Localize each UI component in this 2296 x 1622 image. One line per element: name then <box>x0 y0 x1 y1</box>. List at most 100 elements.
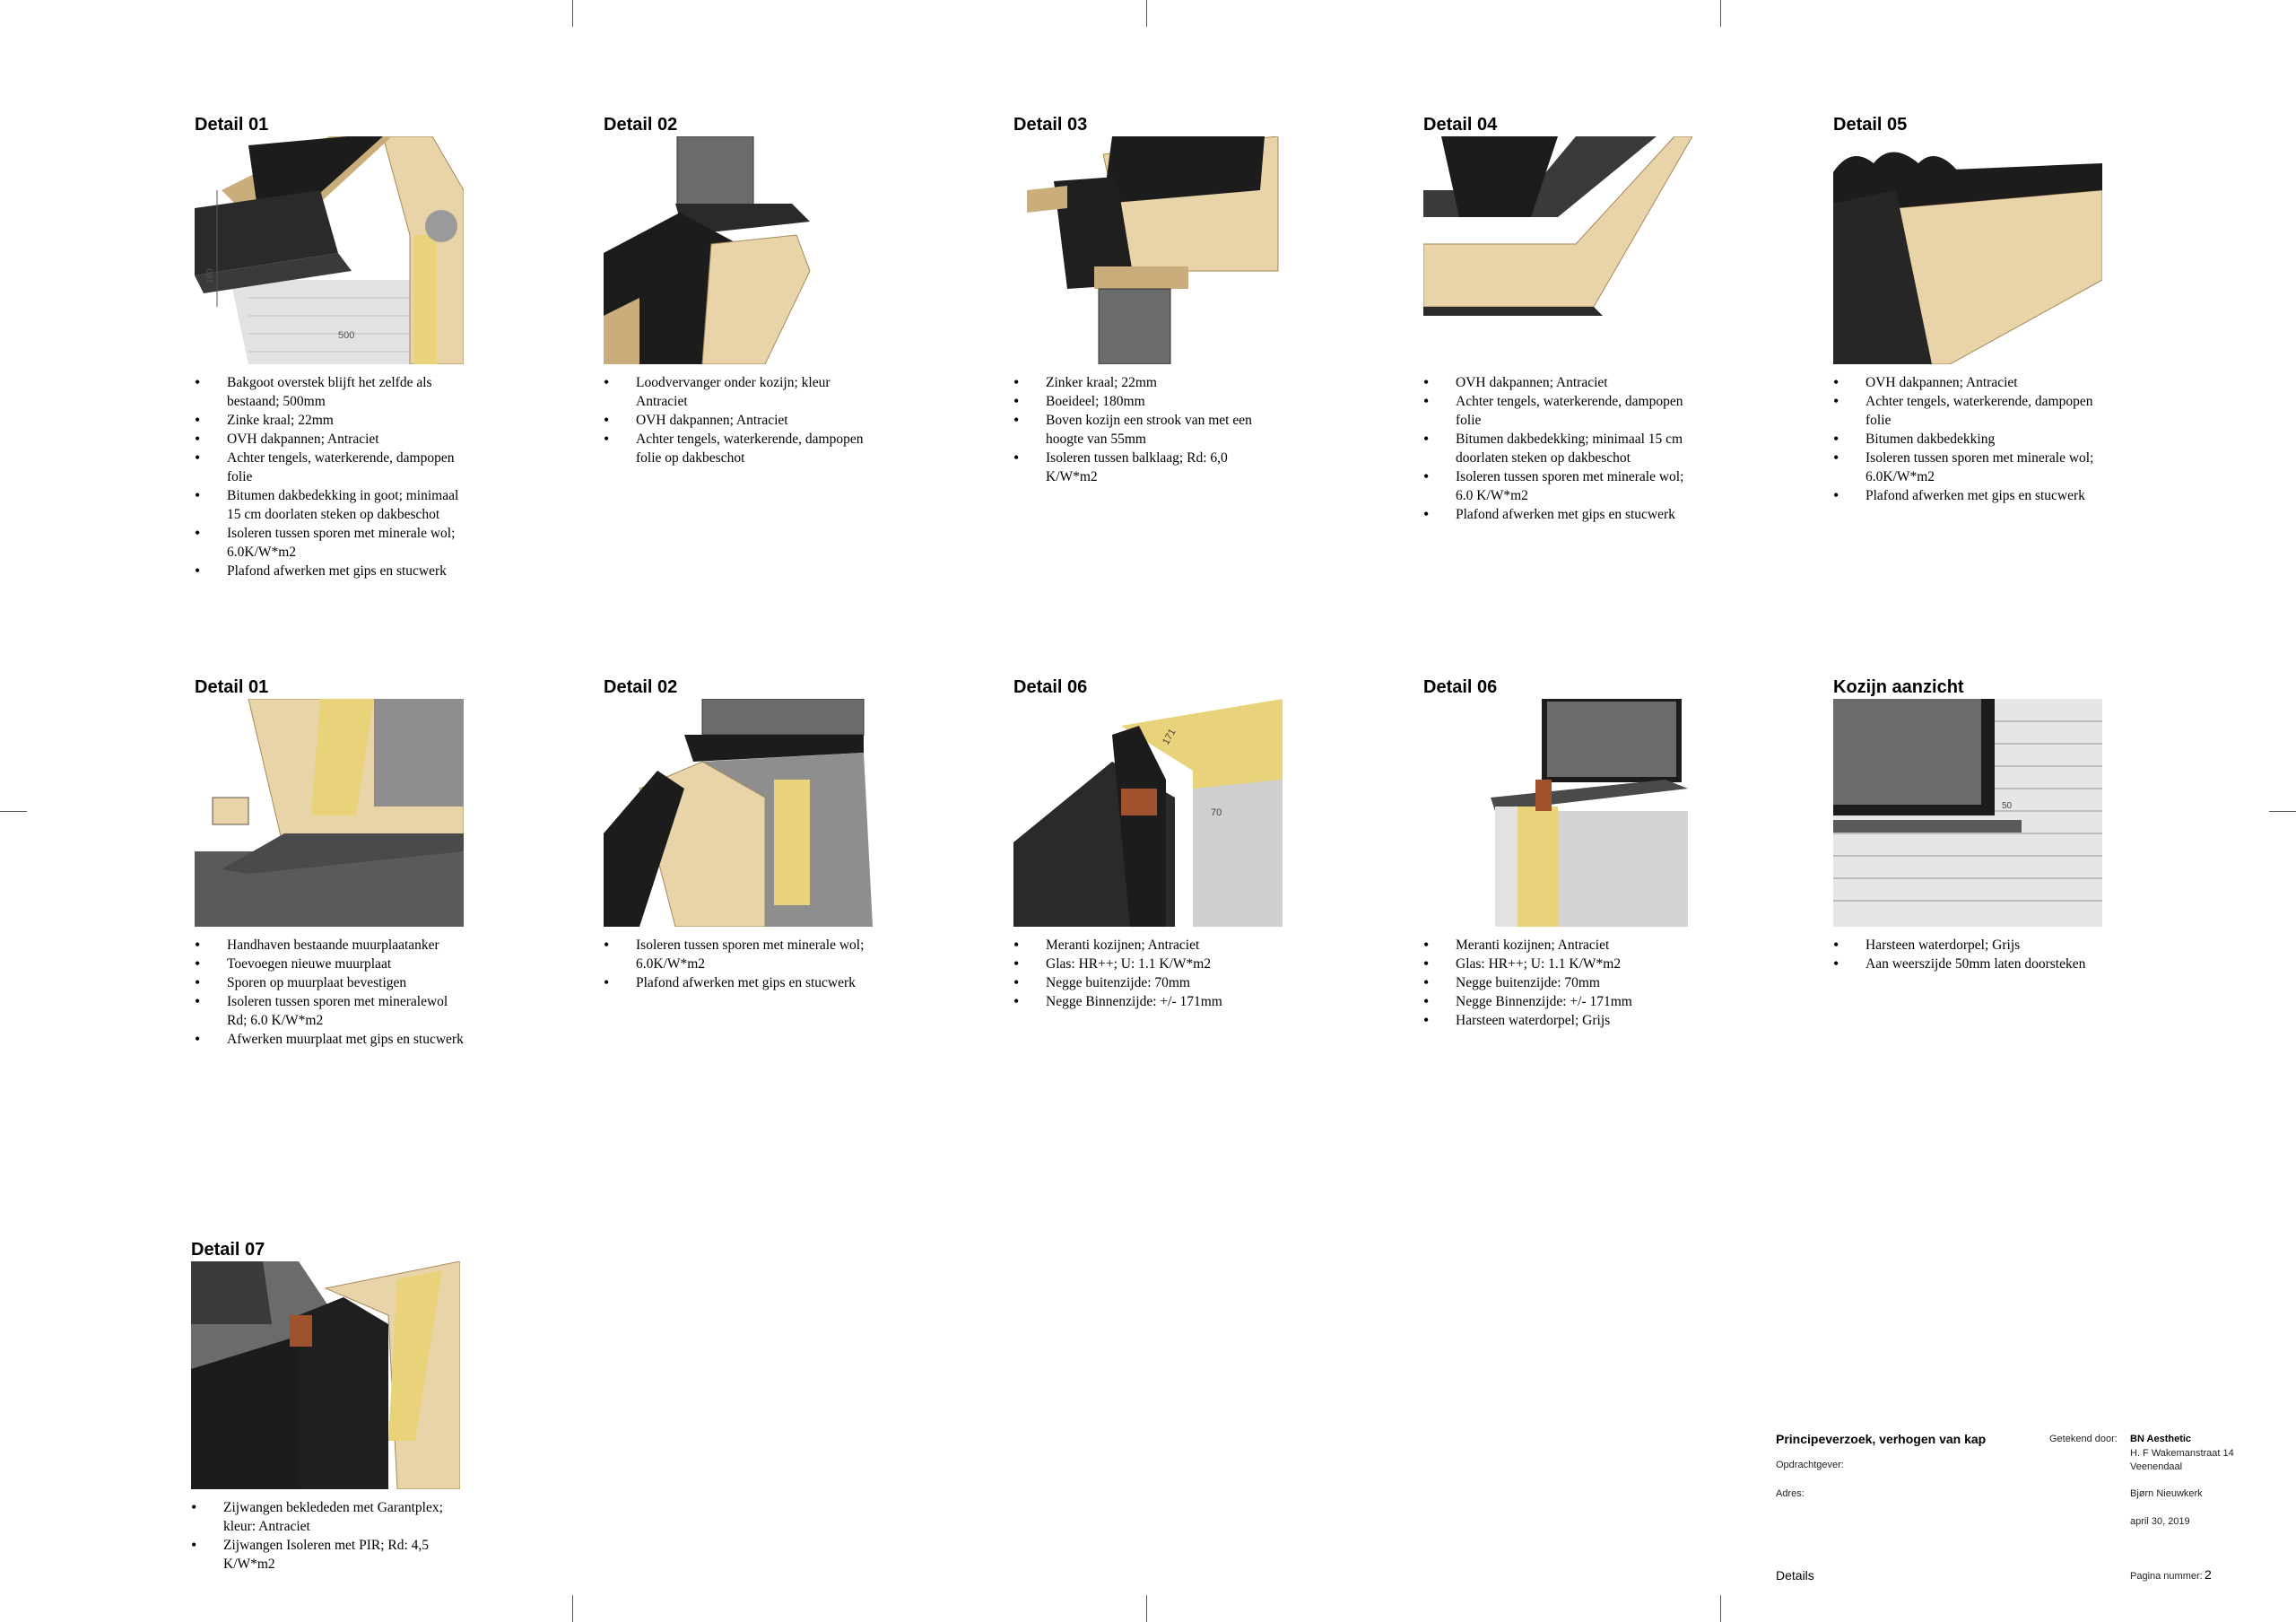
detail-title: Kozijn aanzicht <box>1833 677 1964 697</box>
bullet-item: Isoleren tussen sporen met minerale wol;… <box>604 936 873 973</box>
detail-illustration: 180 500 <box>195 136 464 364</box>
crop-mark <box>0 811 27 812</box>
bullet-item: Plafond afwerken met gips en stucwerk <box>195 562 464 580</box>
bullet-item: Bakgoot overstek blijft het zelfde als b… <box>195 373 464 411</box>
detail-title: Detail 04 <box>1423 115 1498 135</box>
detail-illustration <box>195 699 464 927</box>
crop-mark <box>572 1595 573 1622</box>
detail-title: Detail 06 <box>1423 677 1498 697</box>
detail-05-ridge: Detail 05 OVH dakpannen; Antraciet Achte… <box>1833 115 2102 505</box>
bullet-item: Boeideel; 180mm <box>1013 392 1283 411</box>
bullet-item: Plafond afwerken met gips en stucwerk <box>1423 505 1692 524</box>
bullet-item: Plafond afwerken met gips en stucwerk <box>1833 486 2102 505</box>
detail-illustration <box>1833 136 2102 364</box>
bullet-item: Isoleren tussen sporen met mineralewol R… <box>195 992 464 1030</box>
bullet-list: OVH dakpannen; Antraciet Achter tengels,… <box>1423 373 1692 524</box>
crop-mark <box>1146 1595 1147 1622</box>
bullet-item: Plafond afwerken met gips en stucwerk <box>604 973 873 992</box>
company-name: BN Aesthetic <box>2130 1434 2192 1444</box>
detail-03-fascia: Detail 03 Zinker kraal; 22mm Boeideel; 1… <box>1013 115 1283 486</box>
bullet-list: Handhaven bestaande muurplaatanker Toevo… <box>195 936 464 1049</box>
detail-01-eaves: Detail 01 180 500 Bakgoot overstek blijf… <box>195 115 464 580</box>
page-number-label: Pagina nummer: <box>2130 1571 2203 1582</box>
bullet-item: Negge buitenzijde: 70mm <box>1013 973 1283 992</box>
sheet-name: Details <box>1776 1568 1814 1583</box>
detail-06-window-sill: Detail 06 Meranti kozijnen; Antraciet Gl… <box>1423 677 1692 1030</box>
detail-title: Detail 02 <box>604 115 678 135</box>
bullet-item: Bitumen dakbedekking in goot; minimaal 1… <box>195 486 464 524</box>
bullet-item: Negge Binnenzijde: +/- 171mm <box>1423 992 1692 1011</box>
dimension-label: 50 <box>2002 801 2013 811</box>
drawn-by-label: Getekend door: <box>2049 1434 2118 1444</box>
bullet-list: OVH dakpannen; Antraciet Achter tengels,… <box>1833 373 2102 505</box>
bullet-item: Glas: HR++; U: 1.1 K/W*m2 <box>1423 955 1692 973</box>
author-name: Bjørn Nieuwkerk <box>2130 1488 2203 1499</box>
bullet-list: Isoleren tussen sporen met minerale wol;… <box>604 936 873 992</box>
bullet-list: Harsteen waterdorpel; Grijs Aan weerszij… <box>1833 936 2102 973</box>
detail-illustration <box>1013 136 1283 364</box>
detail-04-valley: Detail 04 OVH dakpannen; Antraciet Achte… <box>1423 115 1692 524</box>
bullet-item: OVH dakpannen; Antraciet <box>1423 373 1692 392</box>
detail-title: Detail 03 <box>1013 115 1088 135</box>
bullet-list: Zinker kraal; 22mm Boeideel; 180mm Boven… <box>1013 373 1283 486</box>
detail-title: Detail 01 <box>195 677 269 697</box>
detail-illustration: 171 70 <box>1013 699 1283 927</box>
project-title: Principeverzoek, verhogen van kap <box>1776 1432 1987 1446</box>
detail-title: Detail 01 <box>195 115 269 135</box>
bullet-item: Sporen op muurplaat bevestigen <box>195 973 464 992</box>
detail-illustration <box>604 136 873 364</box>
bullet-item: Zinke kraal; 22mm <box>195 411 464 430</box>
detail-illustration: 50 <box>1833 699 2102 927</box>
crop-mark <box>1720 1595 1721 1622</box>
drawing-date: april 30, 2019 <box>2130 1516 2190 1527</box>
detail-illustration <box>191 1261 460 1489</box>
bullet-item: Bitumen dakbedekking; minimaal 15 cm doo… <box>1423 430 1692 467</box>
detail-01-wallplate: Detail 01 Handhaven bestaande muurplaata… <box>195 677 464 1049</box>
dimension-label: 180 <box>205 268 215 283</box>
bullet-item: Bitumen dakbedekking <box>1833 430 2102 449</box>
bullet-item: Zijwangen beklededen met Garantplex; kle… <box>191 1498 460 1536</box>
detail-07-dormer-cheek: Detail 07 Zijwangen beklededen met Garan… <box>191 1240 460 1574</box>
bullet-item: Achter tengels, waterkerende, dampopen f… <box>1833 392 2102 430</box>
detail-06-window-frame: Detail 06 171 70 Meranti kozijnen; Antra… <box>1013 677 1283 1011</box>
bullet-item: Glas: HR++; U: 1.1 K/W*m2 <box>1013 955 1283 973</box>
bullet-item: OVH dakpannen; Antraciet <box>1833 373 2102 392</box>
bullet-item: Isoleren tussen balklaag; Rd: 6,0 K/W*m2 <box>1013 449 1283 486</box>
crop-mark <box>572 0 573 27</box>
company-street: H. F Wakemanstraat 14 <box>2130 1448 2234 1459</box>
bullet-item: Meranti kozijnen; Antraciet <box>1013 936 1283 955</box>
detail-title: Detail 05 <box>1833 115 1908 135</box>
detail-02-window-sill: Detail 02 Loodvervanger onder kozijn; kl… <box>604 115 873 467</box>
bullet-list: Zijwangen beklededen met Garantplex; kle… <box>191 1498 460 1574</box>
detail-02-dormer-section: Detail 02 Isoleren tussen sporen met min… <box>604 677 873 992</box>
crop-mark <box>2269 811 2296 812</box>
page-number: 2 <box>2205 1567 2212 1582</box>
detail-illustration <box>1423 699 1692 927</box>
bullet-item: Aan weerszijde 50mm laten doorsteken <box>1833 955 2102 973</box>
bullet-item: Isoleren tussen sporen met minerale wol;… <box>195 524 464 562</box>
bullet-item: Toevoegen nieuwe muurplaat <box>195 955 464 973</box>
crop-mark <box>1146 0 1147 27</box>
bullet-item: Loodvervanger onder kozijn; kleur Antrac… <box>604 373 873 411</box>
detail-title: Detail 02 <box>604 677 678 697</box>
bullet-list: Loodvervanger onder kozijn; kleur Antrac… <box>604 373 873 467</box>
bullet-item: Harsteen waterdorpel; Grijs <box>1833 936 2102 955</box>
detail-title: Detail 07 <box>191 1240 265 1260</box>
crop-mark <box>1720 0 1721 27</box>
bullet-item: Zijwangen Isoleren met PIR; Rd: 4,5 K/W*… <box>191 1536 460 1574</box>
bullet-item: Isoleren tussen sporen met minerale wol;… <box>1423 467 1692 505</box>
bullet-list: Bakgoot overstek blijft het zelfde als b… <box>195 373 464 580</box>
detail-illustration <box>604 699 873 927</box>
detail-illustration <box>1423 136 1692 364</box>
bullet-item: Boven kozijn een strook van met een hoog… <box>1013 411 1283 449</box>
bullet-item: Achter tengels, waterkerende, dampopen f… <box>1423 392 1692 430</box>
address-label: Adres: <box>1776 1488 1805 1499</box>
bullet-item: Afwerken muurplaat met gips en stucwerk <box>195 1030 464 1049</box>
bullet-item: Negge buitenzijde: 70mm <box>1423 973 1692 992</box>
client-label: Opdrachtgever: <box>1776 1460 1844 1470</box>
bullet-item: Achter tengels, waterkerende, dampopen f… <box>604 430 873 467</box>
bullet-item: Handhaven bestaande muurplaatanker <box>195 936 464 955</box>
bullet-item: Isoleren tussen sporen met minerale wol;… <box>1833 449 2102 486</box>
bullet-item: Meranti kozijnen; Antraciet <box>1423 936 1692 955</box>
